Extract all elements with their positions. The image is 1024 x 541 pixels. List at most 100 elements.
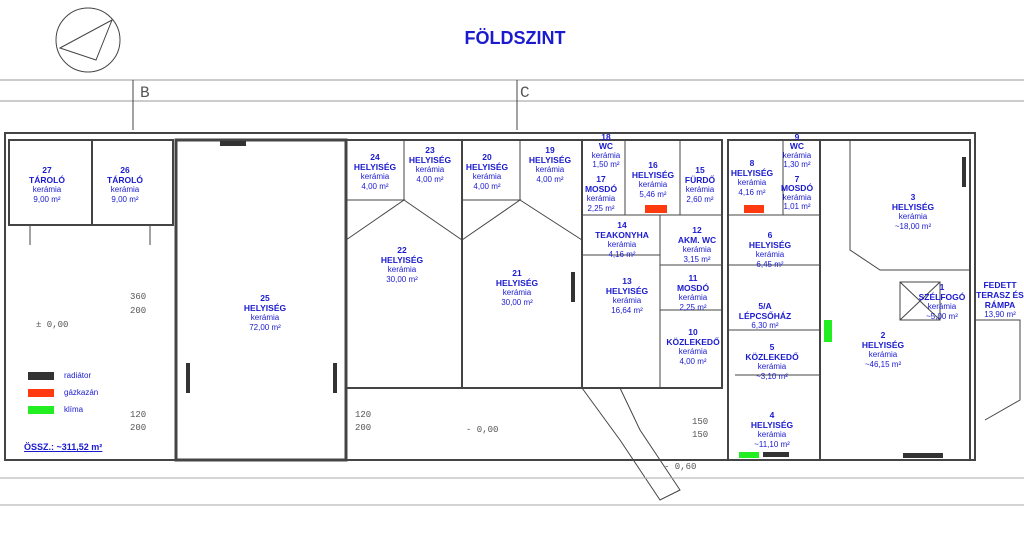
room-number: 21 bbox=[512, 268, 522, 278]
room-number: 5/A bbox=[758, 301, 772, 311]
dimension: 200 bbox=[355, 423, 372, 433]
room-area: 4,00 m² bbox=[416, 175, 444, 184]
room-material: kerámia bbox=[110, 185, 140, 194]
room-number: 15 bbox=[695, 165, 705, 175]
room-name: KÖZLEKEDŐ bbox=[666, 337, 720, 347]
room-material: kerámia bbox=[607, 240, 637, 249]
room-area: ~46,15 m² bbox=[864, 360, 902, 369]
room-material: kerámia bbox=[586, 194, 616, 203]
room-material: kerámia bbox=[757, 362, 787, 371]
room-material: kerámia bbox=[737, 178, 767, 187]
air-conditioner bbox=[824, 320, 832, 342]
room-material: kerámia bbox=[682, 245, 712, 254]
room-name: WC bbox=[789, 141, 805, 151]
room-area: 2,25 m² bbox=[587, 204, 615, 213]
room-material: kerámia bbox=[387, 265, 417, 274]
room-number: 9 bbox=[794, 132, 800, 142]
room-number: 10 bbox=[688, 327, 698, 337]
room-material: kerámia bbox=[535, 165, 565, 174]
room-name: TÁROLÓ bbox=[107, 175, 143, 185]
room-area: 2,25 m² bbox=[679, 303, 707, 312]
room-area: 13,90 m² bbox=[984, 310, 1016, 319]
room-name: HELYISÉG bbox=[380, 255, 424, 265]
legend-swatch bbox=[28, 406, 54, 414]
room-number: 20 bbox=[482, 152, 492, 162]
room-material: kerámia bbox=[250, 313, 280, 322]
room-name: MOSDÓ bbox=[676, 283, 710, 293]
room-number: 7 bbox=[794, 174, 800, 184]
radiator bbox=[962, 157, 966, 187]
room-number: 27 bbox=[42, 165, 52, 175]
room-number: 22 bbox=[397, 245, 407, 255]
room-number: 2 bbox=[880, 330, 886, 340]
room-number: 3 bbox=[910, 192, 916, 202]
room-material: kerámia bbox=[678, 293, 708, 302]
room-area: 4,00 m² bbox=[361, 182, 389, 191]
room-name: HELYISÉG bbox=[495, 278, 539, 288]
room-name: FÜRDŐ bbox=[684, 175, 716, 185]
room-area: ~18,00 m² bbox=[894, 222, 932, 231]
room-number: 18 bbox=[601, 132, 611, 142]
room-area: 4,00 m² bbox=[473, 182, 501, 191]
room-name: HELYISÉG bbox=[891, 202, 935, 212]
room-number: 24 bbox=[370, 152, 380, 162]
dimension: 150 bbox=[692, 417, 709, 427]
room-name: HELYISÉG bbox=[748, 240, 792, 250]
radiator bbox=[763, 452, 789, 457]
room-area: 4,00 m² bbox=[679, 357, 707, 366]
room-number: 23 bbox=[425, 145, 435, 155]
room-material: kerámia bbox=[360, 172, 390, 181]
room-name: HELYISÉG bbox=[750, 420, 794, 430]
room-area: 30,00 m² bbox=[501, 298, 533, 307]
room-number: 19 bbox=[545, 145, 555, 155]
room-area: 1,01 m² bbox=[783, 202, 811, 211]
room-area: ~5,00 m² bbox=[926, 312, 958, 321]
room-material: kerámia bbox=[757, 430, 787, 439]
room-material: kerámia bbox=[612, 296, 642, 305]
room-material: kerámia bbox=[638, 180, 668, 189]
radiator bbox=[333, 363, 337, 393]
room-number: 6 bbox=[767, 230, 773, 240]
axis-label-c: C bbox=[520, 84, 530, 102]
room-number: 1 bbox=[939, 282, 945, 292]
dimension: 120 bbox=[355, 410, 372, 420]
room-material: kerámia bbox=[782, 193, 812, 202]
room-material: kerámia bbox=[898, 212, 928, 221]
room-name: HELYISÉG bbox=[408, 155, 452, 165]
room-material: kerámia bbox=[472, 172, 502, 181]
north-arrow-icon bbox=[55, 7, 121, 73]
room-area: 9,00 m² bbox=[111, 195, 139, 204]
radiator bbox=[571, 272, 575, 302]
room-area: 16,64 m² bbox=[611, 306, 643, 315]
room-name: AKM. WC bbox=[677, 235, 717, 245]
dimension: 200 bbox=[130, 423, 147, 433]
room-material: kerámia bbox=[782, 151, 812, 160]
room-area: 5,46 m² bbox=[639, 190, 667, 199]
room-area: 4,16 m² bbox=[608, 250, 636, 259]
level-mark: - 0,00 bbox=[466, 425, 499, 435]
level-mark: ± 0,00 bbox=[36, 320, 69, 330]
room-number: 11 bbox=[688, 273, 698, 283]
radiator bbox=[186, 363, 190, 393]
dimension: 150 bbox=[692, 430, 709, 440]
room-name: HELYISÉG bbox=[730, 168, 774, 178]
room-material: kerámia bbox=[415, 165, 445, 174]
room-number: 16 bbox=[648, 160, 658, 170]
room-area: 3,15 m² bbox=[683, 255, 711, 264]
